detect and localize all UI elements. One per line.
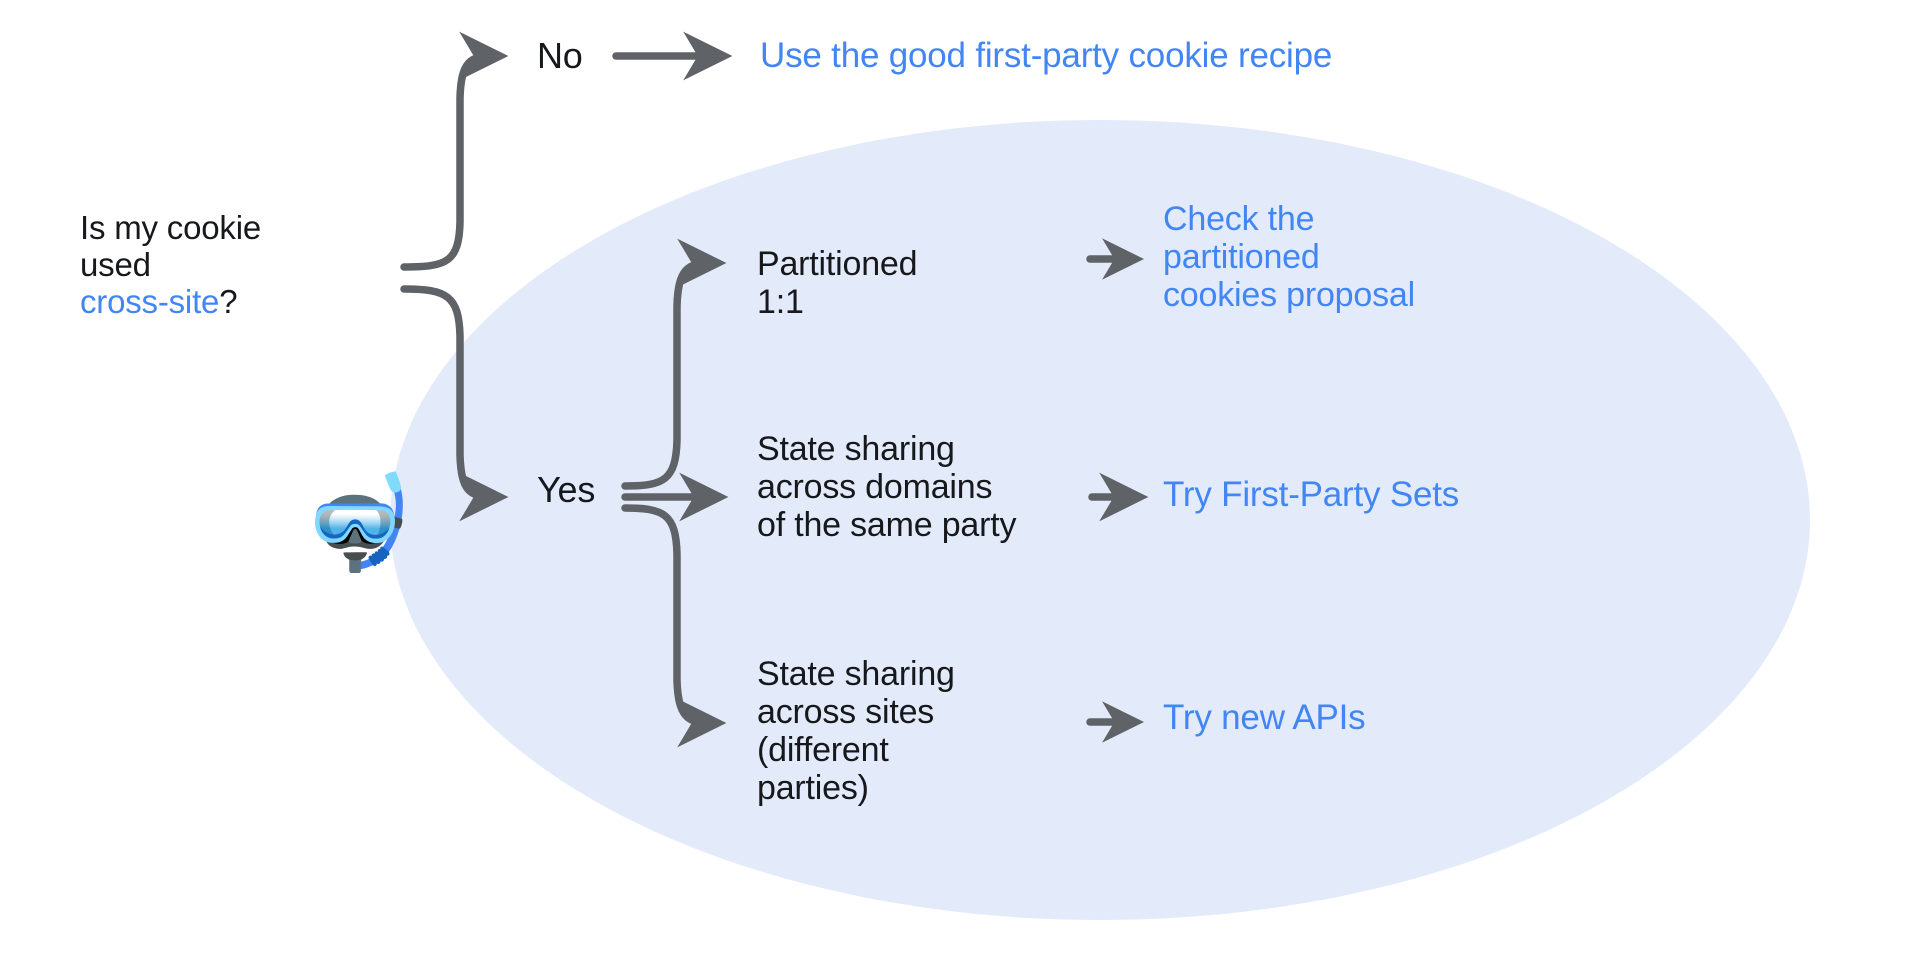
diving-mask-icon: 🤿 — [300, 472, 415, 574]
condition-state-sharing-domains: State sharing across domains of the same… — [757, 430, 1017, 545]
link-partitioned-cookies-proposal[interactable]: Check the partitioned cookies proposal — [1163, 200, 1415, 315]
condition-state-sharing-sites: State sharing across sites (different pa… — [757, 655, 955, 808]
question-line-1: Is my cookie — [80, 209, 261, 246]
edge-question-to-no — [400, 31, 509, 271]
link-first-party-cookie-recipe[interactable]: Use the good first-party cookie recipe — [760, 36, 1333, 75]
branch-label-yes: Yes — [537, 469, 596, 510]
question-highlight-cross-site[interactable]: cross-site — [80, 282, 220, 320]
edge-question-to-yes — [400, 285, 509, 522]
question-line-2: used — [80, 245, 151, 283]
condition-partitioned: Partitioned 1:1 — [757, 245, 918, 322]
link-first-party-sets[interactable]: Try First-Party Sets — [1163, 475, 1460, 514]
branch-label-no: No — [537, 35, 583, 76]
link-try-new-apis[interactable]: Try new APIs — [1163, 698, 1366, 737]
edge-yes-to-partitioned — [621, 238, 727, 490]
edge-yes-to-state-sites — [621, 504, 727, 748]
question-suffix: ? — [219, 282, 238, 320]
